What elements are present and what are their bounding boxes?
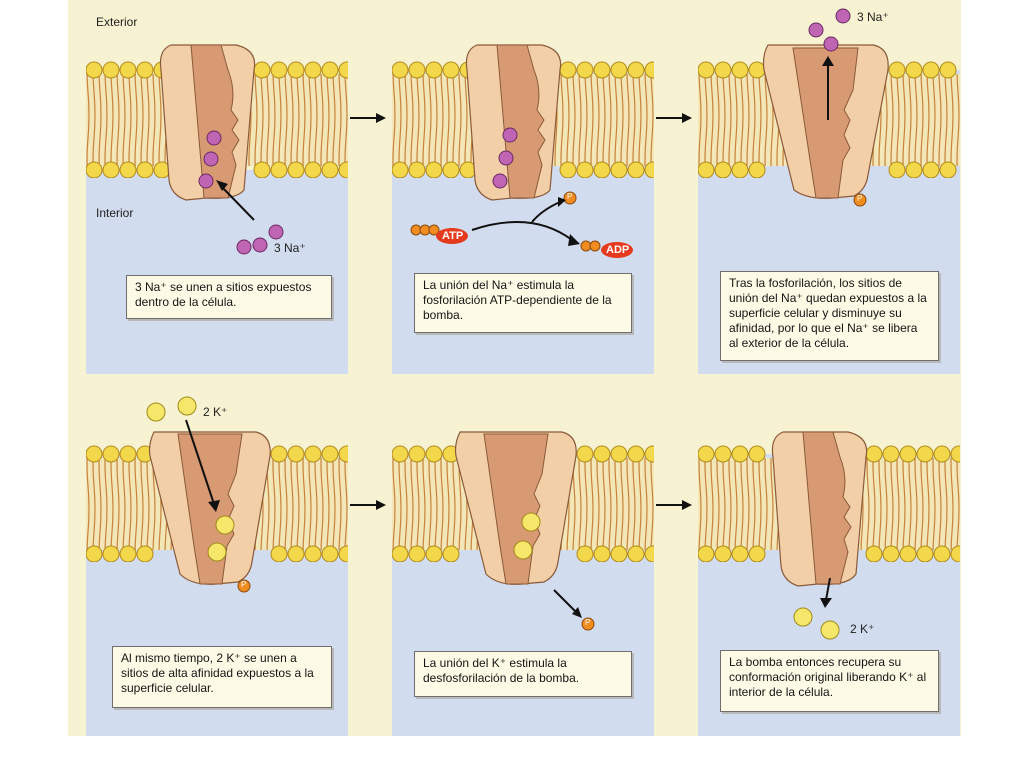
step-arrow-icon xyxy=(656,500,692,510)
sodium-potassium-pump xyxy=(148,431,271,585)
step-arrow-icon xyxy=(656,113,692,123)
sodium-ions-released xyxy=(808,8,851,52)
lipid-heads xyxy=(392,445,654,563)
panel-3-caption: Tras la fosforilación, los sitios de uni… xyxy=(720,271,939,361)
k-count-label: 2 K⁺ xyxy=(850,622,875,636)
atp-label: ATP xyxy=(442,230,464,242)
lipid-heads xyxy=(86,445,348,563)
panel-1-caption: 3 Na⁺ se unen a sitios expuestos dentro … xyxy=(126,275,332,319)
phosphate-label: P xyxy=(241,580,247,589)
atp-molecule xyxy=(410,224,468,244)
sodium-potassium-pump xyxy=(454,431,577,585)
step-arrow-icon xyxy=(350,113,386,123)
panel-5-caption: La unión del K⁺ estimula la desfosforila… xyxy=(414,651,632,697)
arrow-phosphate-transfer xyxy=(531,201,561,223)
panel-phosphorylation: P ATP ADP La unión del Na⁺ estimula la f… xyxy=(392,0,654,374)
na-count-label: 3 Na⁺ xyxy=(274,241,306,255)
potassium-ions-released xyxy=(793,607,840,640)
arrow-atp-to-adp xyxy=(471,221,573,241)
sodium-ions-bound xyxy=(492,127,518,189)
step-arrow-icon xyxy=(350,500,386,510)
k-count-label: 2 K⁺ xyxy=(203,405,228,419)
arrow-na-binding xyxy=(219,184,255,221)
panel-na-binding: Exterior Interior 3 Na⁺ 3 Na⁺ se unen a … xyxy=(86,0,348,374)
arrow-k-release xyxy=(825,577,831,601)
sodium-ions-bound xyxy=(198,130,222,189)
potassium-ions-bound xyxy=(513,512,541,560)
phosphate-icon xyxy=(563,191,577,205)
panel-5-illustration xyxy=(392,394,654,736)
panel-2-caption: La unión del Na⁺ estimula la fosforilaci… xyxy=(414,273,632,333)
panel-4-caption: Al mismo tiempo, 2 K⁺ se unen a sitios d… xyxy=(112,646,332,708)
sodium-potassium-pump xyxy=(771,431,868,587)
sodium-ions-free xyxy=(236,224,284,255)
phosphate-label: P xyxy=(585,618,591,627)
panel-6-caption: La bomba entonces recupera su conformaci… xyxy=(720,650,939,712)
panel-1-illustration xyxy=(86,0,348,374)
panel-k-binding: 2 K⁺ P Al mismo tiempo, 2 K⁺ se unen a s… xyxy=(86,394,348,736)
arrow-k-binding xyxy=(185,419,215,505)
exterior-label: Exterior xyxy=(96,15,138,29)
interior-label: Interior xyxy=(96,206,134,220)
na-count-label: 3 Na⁺ xyxy=(857,10,889,24)
panel-k-release: 2 K⁺ La bomba entonces recupera su confo… xyxy=(698,394,960,736)
phosphate-icon xyxy=(581,617,595,631)
phosphate-icon xyxy=(237,579,251,593)
adp-label: ADP xyxy=(606,244,630,256)
sodium-potassium-pump xyxy=(762,44,889,199)
adp-molecule xyxy=(580,240,633,258)
phosphate-label: P xyxy=(567,192,573,201)
lipid-heads xyxy=(698,445,960,563)
arrow-phosphate-release xyxy=(553,589,577,613)
potassium-ions xyxy=(146,396,235,562)
phosphate-icon xyxy=(853,193,867,207)
sodium-potassium-pump xyxy=(465,44,562,201)
sodium-potassium-pump xyxy=(159,44,256,201)
sodium-potassium-pump-figure: Exterior Interior 3 Na⁺ 3 Na⁺ se unen a … xyxy=(68,0,961,736)
panel-dephosphorylation: P La unión del K⁺ estimula la desfosfori… xyxy=(392,394,654,736)
panel-na-release: 3 Na⁺ P Tras la fosforilación, los sitio… xyxy=(698,0,960,374)
phosphate-label: P xyxy=(857,194,863,203)
